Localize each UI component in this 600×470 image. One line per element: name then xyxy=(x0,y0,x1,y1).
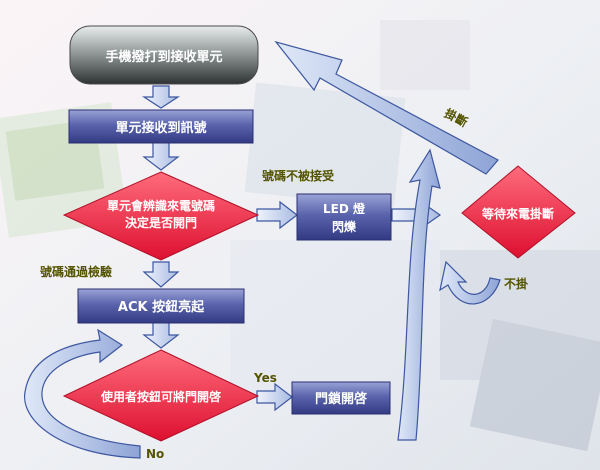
label-rejected: 號碼不被接受 xyxy=(262,168,334,183)
arrow-ack-to-press xyxy=(142,321,180,349)
node-unlock-label: 門鎖開啓 xyxy=(315,391,368,407)
node-ack-label: ACK 按鈕亮起 xyxy=(118,299,205,315)
node-ack: ACK 按鈕亮起 xyxy=(77,288,245,324)
node-unlock: 門鎖開啓 xyxy=(291,381,391,415)
label-verified: 號碼通過檢驗 xyxy=(40,264,112,279)
node-receive: 單元接收到訊號 xyxy=(68,109,254,144)
arrow-receive-to-decide xyxy=(142,141,180,171)
label-yes: Yes xyxy=(253,371,277,385)
arrow-hangup-back-to-start xyxy=(274,40,499,175)
arrow-not-hangup-loop xyxy=(439,260,501,305)
arrow-press-to-unlock xyxy=(256,382,293,412)
node-receive-label: 單元接收到訊號 xyxy=(115,120,206,136)
node-wait-label: 等待來電掛斷 xyxy=(481,206,554,221)
node-led: LED 燈 閃爍 xyxy=(296,193,392,241)
label-no: No xyxy=(146,447,164,461)
arrow-start-to-receive xyxy=(141,85,181,109)
arrow-decide-to-ack xyxy=(142,261,180,288)
node-led-label-1: LED 燈 xyxy=(323,201,366,216)
node-wait: 等待來電掛斷 xyxy=(461,165,576,259)
node-start-label: 手機撥打到接收單元 xyxy=(105,49,222,65)
node-start: 手機撥打到接收單元 xyxy=(69,25,259,85)
arrow-unlock-up-to-wait xyxy=(397,148,441,441)
label-not-hangup: 不掛 xyxy=(504,276,529,291)
node-led-label-2: 閃爍 xyxy=(332,219,357,234)
arrow-no-loop-back xyxy=(24,328,141,459)
node-press-decision-label: 使用者按鈕可將門開啓 xyxy=(100,389,222,404)
arrow-decide-to-led xyxy=(256,200,298,230)
node-decide-label-1: 單元會辨識來電號碼 xyxy=(107,198,215,213)
node-decide: 單元會辨識來電號碼 決定是否開門 xyxy=(62,171,260,261)
node-press-decision: 使用者按鈕可將門開啓 xyxy=(62,349,260,442)
node-decide-label-2: 決定是否開門 xyxy=(125,215,197,230)
